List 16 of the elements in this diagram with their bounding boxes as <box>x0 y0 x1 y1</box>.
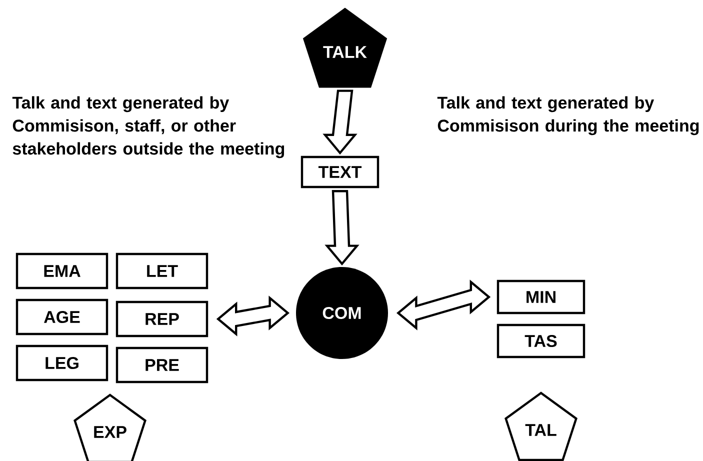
label-box: TEXT <box>300 156 380 188</box>
caption-text: Talk and text generated by Commisison, staff, or other stakeholders outside the meeting <box>12 96 284 158</box>
circle-node: COM <box>296 267 388 359</box>
label-box: REP <box>116 300 208 338</box>
pentagon: EXP <box>74 394 146 461</box>
pentagon: TAL <box>504 392 578 461</box>
label-box: LET <box>116 252 208 290</box>
label-box: TAS <box>496 324 586 358</box>
label-box: PRE <box>116 346 208 384</box>
block-arrow <box>324 190 360 266</box>
label-box: AGE <box>16 298 108 336</box>
label-box: LEG <box>16 344 108 382</box>
caption-text: Talk and text generated by Commisison during the meeting <box>437 96 699 136</box>
block-arrow <box>322 90 358 155</box>
label-box: EMA <box>16 252 108 290</box>
label-box: MIN <box>496 280 586 314</box>
